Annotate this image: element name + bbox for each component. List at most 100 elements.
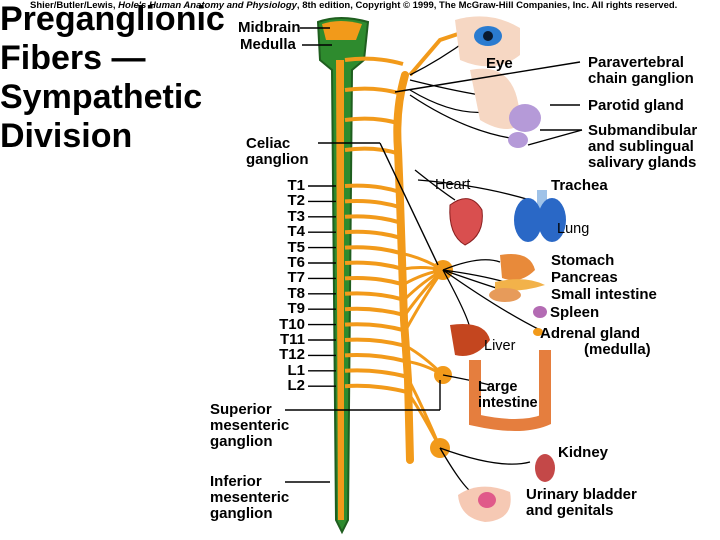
cervical-fiber [344, 56, 404, 66]
stomach [500, 254, 535, 281]
credit-rest: , 8th edition, Copyright © 1999, The McG… [296, 0, 678, 11]
cervical-fiber [344, 86, 403, 96]
label-small-intestine: Small intestine [551, 286, 657, 303]
heart [449, 198, 483, 246]
lung-left [514, 198, 542, 242]
label-trachea: Trachea [551, 177, 608, 194]
title-line: Fibers — [0, 39, 146, 77]
fiber-t2 [344, 199, 402, 210]
label-adrenal-gland: Adrenal gland (medulla) [540, 326, 651, 358]
label-submandibular-sublingual: Submandibular and sublingual salivary gl… [588, 123, 697, 171]
fiber-l1 [344, 368, 408, 379]
label-line: Large [478, 379, 518, 395]
label-line: intestine [478, 395, 538, 411]
segment-label-t6: T6 [287, 254, 305, 271]
label-lung: Lung [557, 221, 590, 237]
title-line: Sympathetic [0, 78, 203, 116]
label-line: Submandibular [588, 122, 698, 139]
label-urinary-bladder-genitals: Urinary bladder and genitals [526, 487, 637, 519]
label-inferior-mesenteric-ganglion: Inferior mesenteric ganglion [210, 474, 289, 522]
sympathetic-chain [393, 28, 471, 464]
parotid-gland [509, 104, 541, 132]
cervical-fiber [344, 146, 401, 156]
title-line: Division [0, 117, 133, 155]
fiber-t10 [344, 322, 406, 333]
label-liver: Liver [484, 338, 516, 354]
lung-right [538, 198, 566, 242]
label-line: and sublingual [588, 138, 694, 155]
label-celiac-ganglion: Celiac ganglion [246, 136, 309, 168]
cervical-fiber [344, 116, 402, 126]
fiber-t9 [344, 306, 406, 318]
fiber-t11 [344, 337, 407, 348]
spinal-cord [316, 17, 370, 535]
fiber-t3 [344, 214, 402, 225]
genitals [478, 492, 496, 508]
segment-label-t5: T5 [287, 238, 305, 256]
salivary-glands [508, 132, 528, 148]
label-line: salivary glands [588, 154, 697, 171]
segment-label-t8: T8 [287, 284, 305, 302]
label-line: ganglion [210, 433, 273, 450]
label-pancreas: Pancreas [551, 269, 618, 286]
credit-authors: Shier/Butler/Lewis, [30, 0, 116, 11]
label-line: Paravertebral [588, 54, 684, 71]
small-intestine [489, 288, 521, 302]
label-line: mesenteric [210, 489, 290, 506]
label-stomach: Stomach [551, 252, 615, 269]
fiber-t12 [344, 353, 408, 364]
label-medulla: Medulla [240, 36, 296, 53]
fiber-t5 [344, 245, 403, 256]
fiber-t6 [344, 260, 404, 271]
label-line: Urinary bladder [526, 486, 637, 503]
eye-organ [455, 16, 520, 129]
slide-title: Preganglionic Fibers — Sympathetic Divis… [0, 0, 720, 156]
fiber-t4 [344, 229, 403, 241]
segment-label-t12: T12 [279, 346, 305, 364]
label-leaders [285, 27, 583, 483]
label-eye: Eye [486, 55, 513, 72]
credit-book-title: Hole's Human Anatomy and Physiology [118, 0, 297, 11]
segment-label-t1: T1 [287, 177, 305, 194]
label-line: chain ganglion [588, 70, 694, 87]
fiber-t1 [344, 183, 401, 194]
fiber-l2 [344, 383, 409, 395]
label-line: Celiac [246, 135, 291, 152]
spleen [533, 306, 547, 318]
kidney [535, 454, 555, 482]
pancreas [495, 279, 545, 291]
label-line: ganglion [246, 151, 309, 168]
segment-label-t10: T10 [279, 315, 305, 333]
collateral-ganglia [430, 260, 453, 458]
label-line: Inferior [210, 473, 262, 490]
copyright-credit: Shier/Butler/Lewis, Hole's Human Anatomy… [30, 0, 677, 11]
segment-label-t9: T9 [287, 300, 305, 318]
fiber-t8 [344, 291, 405, 302]
segment-label-t4: T4 [287, 223, 305, 241]
title-line: Preganglionic [0, 0, 225, 38]
label-kidney: Kidney [558, 444, 609, 461]
label-paravertebral-chain-ganglion: Paravertebral chain ganglion [588, 55, 694, 87]
label-large-intestine: Large intestine [478, 379, 538, 411]
label-heart: Heart [435, 177, 471, 193]
fiber-t7 [344, 276, 405, 287]
label-midbrain: Midbrain [238, 19, 301, 36]
large-intestine [469, 350, 551, 431]
segment-label-t3: T3 [287, 207, 305, 225]
label-spleen: Spleen [550, 304, 600, 321]
segment-label-l2: L2 [287, 377, 305, 395]
label-parotid-gland: Parotid gland [588, 97, 684, 114]
adrenal-gland [533, 328, 543, 336]
segment-label-t7: T7 [287, 269, 305, 287]
segment-label-t11: T11 [279, 331, 305, 348]
label-line: ganglion [210, 505, 273, 522]
label-line: (medulla) [584, 341, 651, 358]
label-superior-mesenteric-ganglion: Superior mesenteric ganglion [210, 402, 289, 450]
label-line: Adrenal gland [540, 325, 641, 342]
label-line: and genitals [526, 502, 614, 519]
segment-label-t2: T2 [287, 192, 305, 210]
label-line: mesenteric [210, 417, 290, 434]
segment-label-l1: L1 [287, 361, 305, 379]
liver [450, 324, 490, 356]
